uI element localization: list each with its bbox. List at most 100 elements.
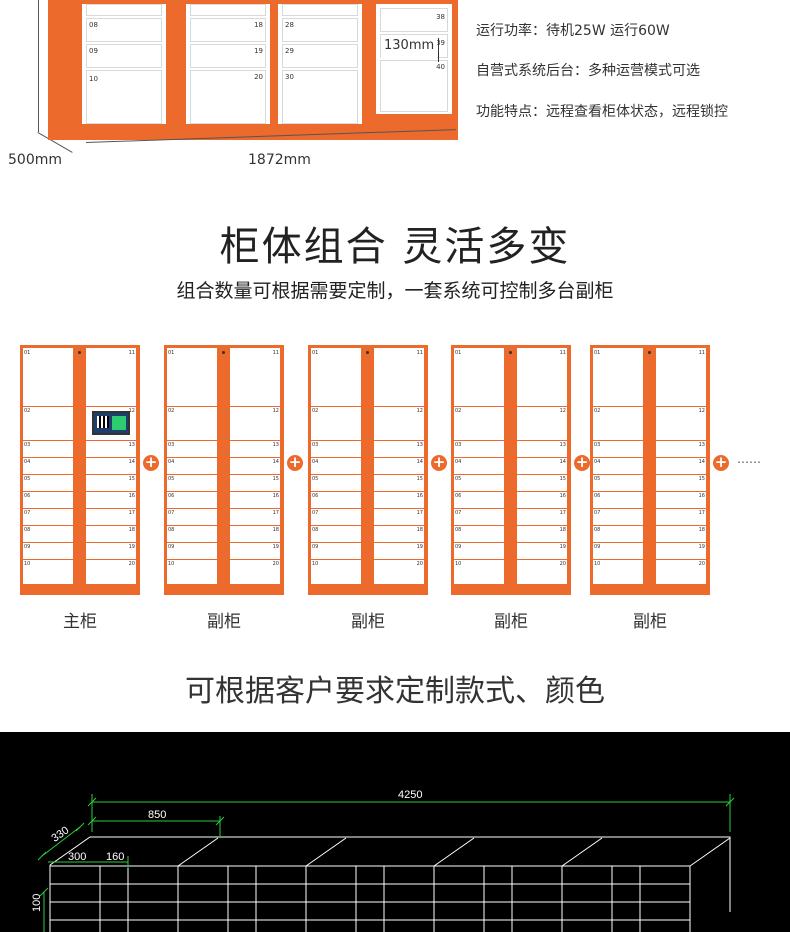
cell-number: 30 bbox=[285, 73, 294, 81]
shelf-line bbox=[656, 542, 706, 543]
locker-number: 15 bbox=[698, 476, 705, 482]
locker-number: 20 bbox=[416, 561, 423, 567]
cell-number: 38 bbox=[436, 13, 445, 21]
shelf-line bbox=[311, 491, 361, 492]
cabinet-column-1: 08 09 10 bbox=[78, 0, 170, 128]
locker-number: 12 bbox=[698, 408, 705, 414]
shelf-line bbox=[167, 491, 217, 492]
locker-number: 10 bbox=[594, 561, 601, 567]
locker-number: 11 bbox=[559, 350, 566, 356]
main-cabinet-label: 主柜 bbox=[63, 612, 97, 632]
locker-number: 04 bbox=[168, 459, 175, 465]
cell-number: 10 bbox=[89, 75, 98, 83]
section-subtitle: 组合数量可根据需要定制，一套系统可控制多台副柜 bbox=[176, 280, 614, 302]
shelf-line bbox=[86, 440, 136, 441]
locker-number: 03 bbox=[455, 442, 462, 448]
shelf-line bbox=[517, 508, 567, 509]
section-title: 柜体组合 灵活多变 bbox=[219, 224, 571, 270]
locker-number: 16 bbox=[272, 493, 279, 499]
locker-number: 07 bbox=[594, 510, 601, 516]
cad-total-width-label: 4250 bbox=[398, 789, 422, 801]
shelf-line bbox=[311, 474, 361, 475]
shelf-line bbox=[374, 440, 424, 441]
shelf-line bbox=[656, 406, 706, 407]
spec-backend: 自营式系统后台：多种运营模式可选 bbox=[476, 63, 700, 79]
shelf-line bbox=[311, 406, 361, 407]
shelf-line bbox=[517, 474, 567, 475]
cad-top-outline bbox=[49, 836, 731, 866]
shelf-line bbox=[656, 525, 706, 526]
locker-number: 07 bbox=[312, 510, 319, 516]
cad-depth-label: 330 bbox=[49, 824, 71, 844]
shelf-line bbox=[374, 525, 424, 526]
shelf-line bbox=[374, 508, 424, 509]
shelf-line bbox=[311, 525, 361, 526]
locker-number: 03 bbox=[24, 442, 31, 448]
locker-number: 20 bbox=[559, 561, 566, 567]
shelf-line bbox=[454, 491, 504, 492]
locker-number: 14 bbox=[128, 459, 135, 465]
cad-drawing: 4250 850 330 300 160 100 bbox=[0, 732, 790, 932]
locker-number: 06 bbox=[24, 493, 31, 499]
cell-number: 08 bbox=[89, 21, 98, 29]
product-spec-section: 08 09 10 18 19 20 28 29 30 38 39 40 130m… bbox=[0, 0, 790, 200]
cabinet-column-3: 28 29 30 bbox=[274, 0, 366, 128]
shelf-line bbox=[230, 457, 280, 458]
locker-number: 13 bbox=[559, 442, 566, 448]
shelf-line bbox=[86, 406, 136, 407]
indicator-dot bbox=[648, 351, 651, 354]
locker-number: 13 bbox=[128, 442, 135, 448]
locker-number: 04 bbox=[24, 459, 31, 465]
locker-number: 02 bbox=[312, 408, 319, 414]
locker-number: 01 bbox=[168, 350, 175, 356]
shelf-line bbox=[167, 525, 217, 526]
locker-number: 04 bbox=[594, 459, 601, 465]
locker-number: 06 bbox=[455, 493, 462, 499]
shelf-line bbox=[374, 542, 424, 543]
shelf-line bbox=[311, 542, 361, 543]
shelf-line bbox=[230, 440, 280, 441]
locker-number: 05 bbox=[312, 476, 319, 482]
cad-unit-divider-1 bbox=[177, 837, 219, 867]
locker-number: 07 bbox=[455, 510, 462, 516]
locker-number: 20 bbox=[272, 561, 279, 567]
sub-cabinet-label: 副柜 bbox=[494, 612, 528, 632]
shelf-line bbox=[517, 440, 567, 441]
locker-number: 18 bbox=[128, 527, 135, 533]
cell-number: 40 bbox=[436, 63, 445, 71]
locker-number: 14 bbox=[698, 459, 705, 465]
locker-number: 05 bbox=[594, 476, 601, 482]
locker-number: 01 bbox=[455, 350, 462, 356]
shelf-line bbox=[454, 474, 504, 475]
locker-number: 18 bbox=[698, 527, 705, 533]
shelf-line bbox=[23, 474, 73, 475]
locker-number: 03 bbox=[168, 442, 175, 448]
width-label: 1872mm bbox=[248, 152, 311, 168]
cell-height-marker-box bbox=[381, 36, 437, 58]
shelf-line bbox=[656, 457, 706, 458]
shelf-line bbox=[86, 491, 136, 492]
spec-power: 运行功率：待机25W 运行60W bbox=[476, 23, 670, 39]
cell-number: 28 bbox=[285, 21, 294, 29]
cell-number: 19 bbox=[254, 47, 263, 55]
shelf-line bbox=[593, 542, 643, 543]
cell-number: 39 bbox=[436, 39, 445, 47]
shelf-line bbox=[656, 440, 706, 441]
cad-dim-depth bbox=[41, 826, 81, 857]
sub-cabinet-label: 副柜 bbox=[351, 612, 385, 632]
shelf-line bbox=[593, 508, 643, 509]
shelf-line bbox=[23, 542, 73, 543]
cad-right-top bbox=[689, 837, 731, 867]
shelf-line bbox=[311, 440, 361, 441]
locker-number: 08 bbox=[312, 527, 319, 533]
locker-number: 13 bbox=[416, 442, 423, 448]
locker-number: 19 bbox=[416, 544, 423, 550]
locker-number: 09 bbox=[594, 544, 601, 550]
locker-number: 20 bbox=[128, 561, 135, 567]
locker-number: 18 bbox=[559, 527, 566, 533]
